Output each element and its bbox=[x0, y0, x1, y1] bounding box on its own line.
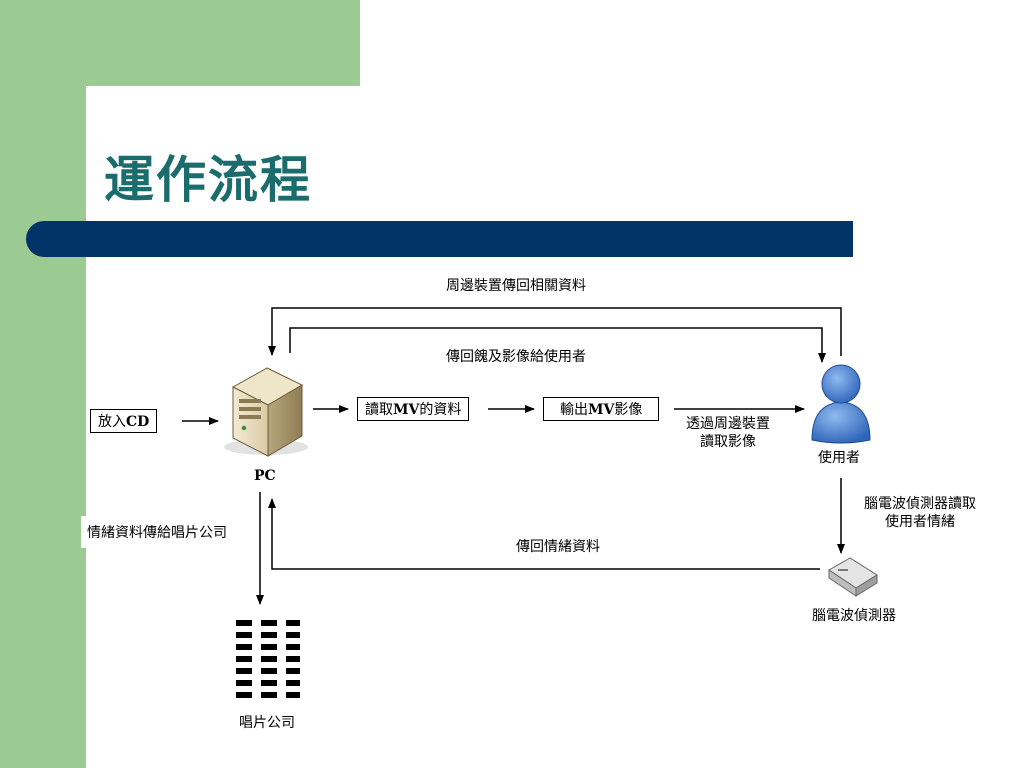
label-peripheral-return: 周邊裝置傳回相關資料 bbox=[446, 278, 586, 294]
node-pc-label: PC bbox=[254, 468, 276, 484]
eeg-device-icon bbox=[828, 557, 878, 597]
left-green-strip bbox=[0, 0, 86, 768]
slide-title: 運作流程 bbox=[104, 151, 312, 209]
user-person-icon bbox=[811, 364, 871, 444]
label-eeg-read-line2: 使用者情緒 bbox=[885, 514, 955, 530]
label-eeg-read: 腦電波偵測器讀取 使用者情緒 bbox=[864, 495, 976, 531]
server-tower-icon bbox=[224, 367, 308, 457]
top-green-block bbox=[0, 0, 360, 86]
label-feedback-to-user: 傳回餽及影像給使用者 bbox=[446, 349, 586, 365]
box-insert-cd-text: 放入 bbox=[98, 414, 126, 430]
label-read-image-line1: 透過周邊裝置 bbox=[686, 416, 770, 432]
edge-eeg-to-pc bbox=[268, 498, 820, 570]
box-read-mv-prefix: 讀取 bbox=[365, 402, 393, 418]
box-insert-cd: 放入CD bbox=[90, 409, 158, 433]
box-insert-cd-bold: CD bbox=[126, 414, 150, 430]
edge-feedback-to-user bbox=[289, 327, 826, 363]
box-output-mv-suffix: 影像 bbox=[614, 402, 643, 418]
node-eeg-label: 腦電波偵測器 bbox=[812, 608, 896, 624]
edge-peripheral-return bbox=[268, 307, 842, 356]
box-read-mv: 讀取MV的資料 bbox=[357, 397, 470, 421]
box-output-mv: 輸出MV影像 bbox=[543, 397, 660, 421]
office-building-icon bbox=[236, 616, 300, 704]
label-eeg-read-line1: 腦電波偵測器讀取 bbox=[864, 496, 976, 512]
node-company-label: 唱片公司 bbox=[239, 715, 295, 731]
box-output-mv-bold: MV bbox=[588, 402, 615, 418]
box-output-mv-prefix: 輸出 bbox=[560, 402, 588, 418]
title-underline-bar bbox=[26, 221, 853, 257]
box-read-mv-suffix: 的資料 bbox=[419, 402, 462, 418]
label-emotion-to-company: 情緒資料傳給唱片公司 bbox=[81, 516, 233, 548]
label-read-image: 透過周邊裝置 讀取影像 bbox=[686, 415, 770, 451]
box-read-mv-bold: MV bbox=[393, 402, 420, 418]
label-return-emotion: 傳回情緒資料 bbox=[516, 539, 600, 555]
node-user-label: 使用者 bbox=[818, 450, 860, 466]
label-read-image-line2: 讀取影像 bbox=[700, 434, 756, 450]
